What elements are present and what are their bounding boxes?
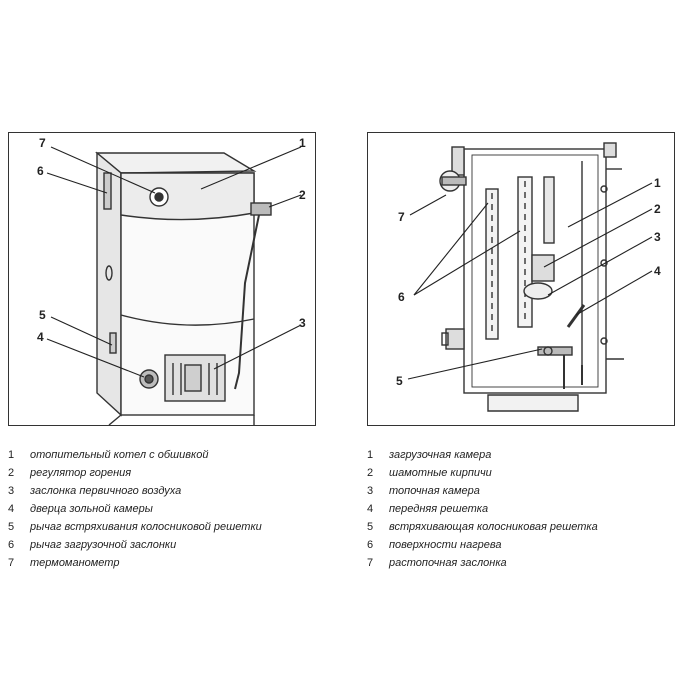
boiler-exterior-drawing: 7 6 1 2 5 4 3: [37, 136, 306, 425]
legend-text: рычаг загрузочной заслонки: [30, 539, 177, 551]
legend-item: 5 рычаг встряхивания колосниковой решетки: [8, 518, 262, 536]
legend-number: 3: [367, 485, 374, 497]
callout-2: 2: [654, 202, 661, 216]
legend-right: 1 загрузочная камера 2 шамотные кирпичи 3 т…: [367, 446, 598, 572]
legend-number: 5: [367, 521, 374, 533]
shaking-grate: [537, 346, 573, 356]
legend-item: 5 встряхивающая колосниковая решетка: [367, 518, 598, 536]
callout-3: 3: [654, 230, 661, 244]
loading-flap-lever: [103, 172, 112, 210]
callout-7: 7: [39, 136, 46, 150]
legend-number: 6: [367, 539, 374, 551]
callout-1: 1: [654, 176, 661, 190]
legend-number: 4: [8, 503, 15, 515]
legend-number: 5: [8, 521, 15, 533]
legend-item: 2 регулятор горения: [8, 464, 262, 482]
legend-text: передняя решетка: [389, 503, 489, 515]
legend-text: регулятор горения: [30, 467, 132, 479]
callout-6: 6: [398, 290, 405, 304]
legend-item: 3 топочная камера: [367, 482, 598, 500]
callout-4: 4: [654, 264, 661, 278]
callout-6: 6: [37, 164, 44, 178]
callout-4: 4: [37, 330, 44, 344]
legend-number: 1: [367, 449, 374, 461]
legend-number: 7: [367, 557, 374, 569]
callout-5: 5: [39, 308, 46, 322]
legend-item: 1 отопительный котел с обшивкой: [8, 446, 262, 464]
legend-number: 2: [8, 467, 15, 479]
legend-text: рычаг встряхивания колосниковой решетки: [30, 521, 262, 533]
legend-item: 1 загрузочная камера: [367, 446, 598, 464]
boiler-section-drawing: 7 6 1 2 3 4 5: [396, 142, 661, 412]
air-flap: [184, 364, 202, 392]
legend-item: 4 передняя решетка: [367, 500, 598, 518]
legend-text: шамотные кирпичи: [389, 467, 492, 479]
legend-number: 4: [367, 503, 374, 515]
legend-number: 1: [8, 449, 15, 461]
legend-item: 7 термоманометр: [8, 554, 262, 572]
legend-text: поверхности нагрева: [389, 539, 502, 551]
legend-text: растопочная заслонка: [389, 557, 507, 569]
legend-item: 6 поверхности нагрева: [367, 536, 598, 554]
legend-item: 2 шамотные кирпичи: [367, 464, 598, 482]
grate-lever: [109, 332, 117, 354]
combustion-regulator: [250, 202, 272, 216]
legend-item: 7 растопочная заслонка: [367, 554, 598, 572]
legend-item: 4 дверца зольной камеры: [8, 500, 262, 518]
legend-item: 3 заслонка первичного воздуха: [8, 482, 262, 500]
boiler-section-diagram: 7 6 1 2 3 4 5: [367, 132, 675, 426]
legend-number: 6: [8, 539, 15, 551]
legend-text: заслонка первичного воздуха: [30, 485, 182, 497]
legend-text: загрузочная камера: [389, 449, 492, 461]
control-panel: [120, 172, 255, 221]
legend-text: встряхивающая колосниковая решетка: [389, 521, 598, 533]
legend-text: дверца зольной камеры: [30, 503, 153, 515]
legend-text: термоманометр: [30, 557, 120, 569]
callout-1: 1: [299, 136, 306, 150]
outer-casing: [463, 148, 607, 394]
legend-number: 3: [8, 485, 15, 497]
callout-7: 7: [398, 210, 405, 224]
regulator-chain: [234, 214, 260, 390]
legend-text: топочная камера: [389, 485, 480, 497]
boiler-top: [95, 152, 257, 174]
callout-5: 5: [396, 374, 403, 388]
callout-2: 2: [299, 188, 306, 202]
callout-3: 3: [299, 316, 306, 330]
legend-number: 7: [8, 557, 15, 569]
chamotte-bricks: [531, 254, 555, 282]
legend-number: 2: [367, 467, 374, 479]
boiler-exterior-diagram: 7 6 1 2 5 4 3: [8, 132, 316, 426]
legend-item: 6 рычаг загрузочной заслонки: [8, 536, 262, 554]
combustion-chamber: [523, 282, 553, 300]
front-grate: [566, 304, 586, 328]
legend-text: отопительный котел с обшивкой: [30, 449, 209, 461]
legend-left: 1 отопительный котел с обшивкой 2 регулято…: [8, 446, 262, 572]
